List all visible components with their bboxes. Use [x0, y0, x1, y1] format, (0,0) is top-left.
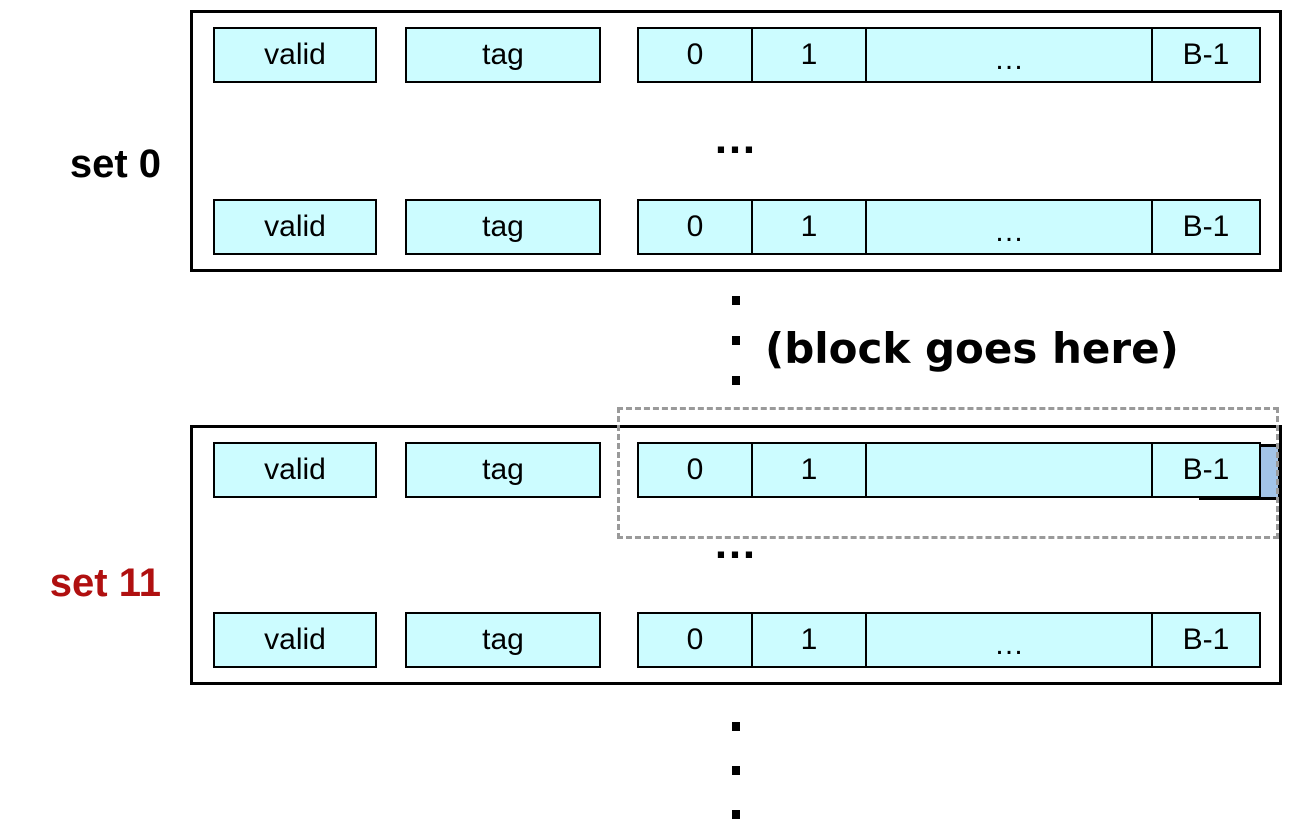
target-block-highlight [617, 407, 1279, 539]
tag-cell: tag [405, 442, 601, 498]
last-byte-cell: B-1 [1151, 199, 1261, 255]
last-byte-cell: B-1 [1151, 442, 1261, 498]
byte-1-cell: 1 [751, 27, 867, 83]
cache-line: valid tag 0 1 … B-1 [213, 612, 1263, 668]
byte-0-cell: 0 [637, 199, 753, 255]
last-byte-cell: B-1 [1151, 612, 1261, 668]
ellipsis-dot [732, 810, 740, 819]
data-block: 0 1 B-1 [637, 442, 1281, 500]
middle-bytes-cell: … [865, 199, 1153, 255]
tag-cell: tag [405, 199, 601, 255]
set-11-label: set 11 [49, 561, 161, 605]
valid-bit-cell: valid [213, 442, 377, 498]
valid-bit-cell: valid [213, 199, 377, 255]
ellipsis-dot [732, 722, 740, 731]
byte-0-cell: 0 [637, 612, 753, 668]
valid-bit-cell: valid [213, 27, 377, 83]
cache-line: valid tag 0 1 B-1 [213, 442, 1281, 500]
tag-cell: tag [405, 612, 601, 668]
byte-1-cell: 1 [751, 199, 867, 255]
byte-1-cell: 1 [751, 612, 867, 668]
last-byte-cell: B-1 [1151, 27, 1261, 83]
ellipsis-dot [732, 336, 740, 345]
data-block: 0 1 … B-1 [637, 612, 1261, 668]
valid-bit-cell: valid [213, 612, 377, 668]
ellipsis-dot [732, 296, 740, 305]
data-block: 0 1 … B-1 [637, 199, 1261, 255]
lines-ellipsis: … [713, 114, 759, 163]
cache-line: valid tag 0 1 … B-1 [213, 27, 1263, 83]
block-goes-here-annotation: (block goes here) [765, 324, 1179, 373]
cache-line: valid tag 0 1 … B-1 [213, 199, 1263, 255]
middle-bytes-cell: … [865, 612, 1153, 668]
middle-bytes-cell: … [865, 27, 1153, 83]
ellipsis-dot [732, 376, 740, 385]
data-block: 0 1 … B-1 [637, 27, 1261, 83]
byte-1-cell: 1 [751, 442, 867, 498]
byte-0-cell: 0 [637, 27, 753, 83]
ellipsis-dot [732, 766, 740, 775]
set-0-label: set 0 [69, 142, 161, 186]
tag-cell: tag [405, 27, 601, 83]
set-11-box: valid tag 0 1 B-1 … valid tag 0 1 … B-1 [190, 425, 1282, 685]
byte-0-cell: 0 [637, 442, 753, 498]
set-0-box: valid tag 0 1 … B-1 … valid tag 0 1 … B-… [190, 10, 1282, 272]
